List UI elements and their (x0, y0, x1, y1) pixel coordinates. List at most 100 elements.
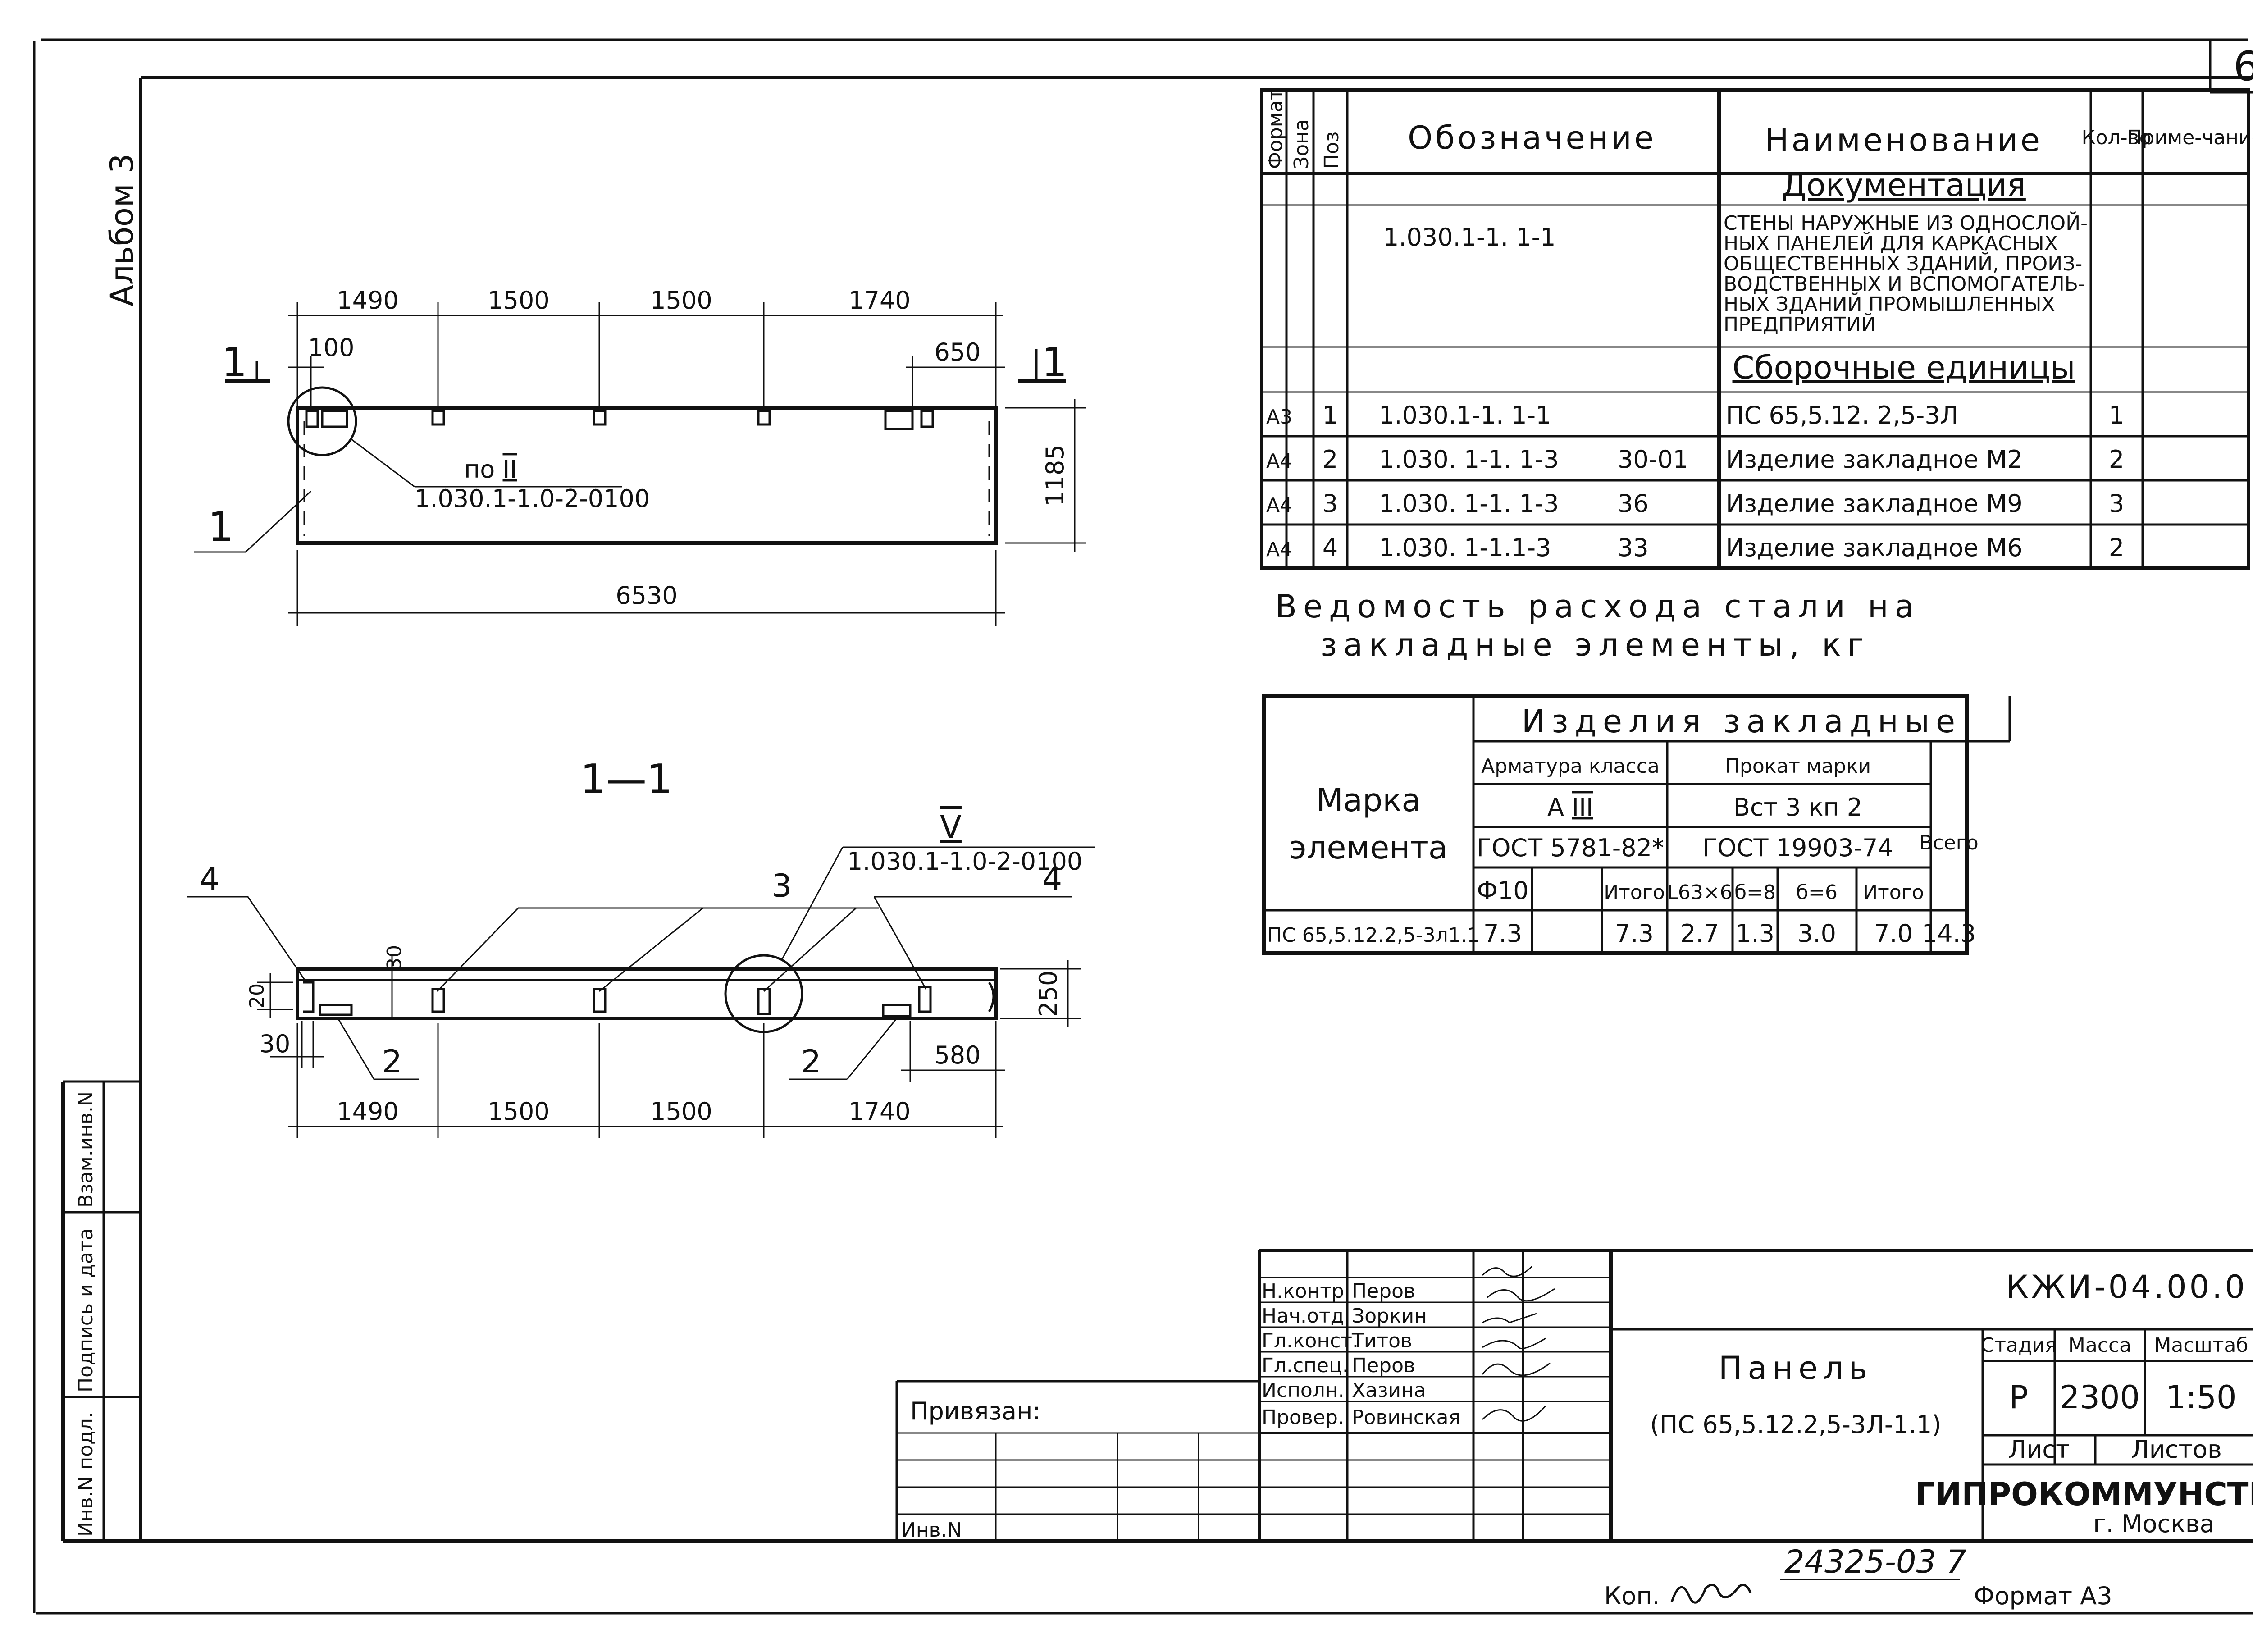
scale-value: 1:50 (2166, 1379, 2236, 1416)
detail-roman-top: II (503, 455, 517, 484)
person-role: Исполн. (1262, 1379, 1345, 1402)
row-name: Изделие закладное М6 (1726, 534, 2023, 562)
row-code: 30-01 (1618, 445, 1688, 474)
specification-table: Формат Зона Поз Обозначение Наименование… (1260, 88, 2253, 570)
sheet-frame: 6 Альбом 3 (33, 38, 2253, 1615)
doc-designation: 1.030.1-1. 1-1 (1383, 223, 1555, 251)
stamp-inv-podl: Инв.N подл. (74, 1412, 97, 1537)
detail-po-label: по (464, 455, 495, 484)
header-note: Приме-чание (2127, 126, 2253, 149)
dim-total-6530: 6530 (616, 581, 677, 610)
row-code: 36 (1618, 489, 1649, 518)
row-pos: 2 (1323, 445, 1338, 474)
rolled-grade: Вст 3 кп 2 (1733, 793, 1862, 821)
pos-label-1: 1 (208, 503, 233, 551)
spec-row: А3 1 1.030.1-1. 1-1 ПС 65,5.12. 2,5-3Л 1 (1266, 401, 2124, 429)
person-row: Гл.конст. Титов (1262, 1329, 1412, 1352)
row-designation: 1.030. 1-1. 1-3 (1379, 489, 1559, 518)
row-name: Изделие закладное М9 (1726, 489, 2023, 518)
cell-phi10: 7.3 (1483, 919, 1522, 948)
spec-row: А4 4 1.030. 1-1.1-3 33 Изделие закладное… (1266, 534, 2124, 562)
side-stamp: Взам.инв.N Подпись и дата Инв.N подл. (61, 1080, 141, 1541)
sub-phi10: Ф10 (1477, 876, 1528, 905)
privyazan-label: Привязан: (910, 1397, 1041, 1425)
doc-name-line-1: СТЕНЫ НАРУЖНЫЕ ИЗ ОДНОСЛОЙ- (1724, 211, 2088, 235)
header-name: Наименование (1765, 122, 2043, 159)
row-designation: 1.030.1-1. 1-1 (1379, 401, 1551, 429)
cell-mark: ПС 65,5.12.2,5-3л1.1 (1267, 924, 1480, 947)
panel-elevation-view: по II 1.030.1-1.0-2-0100 1 1 1 1490 1500… (194, 286, 1086, 626)
person-row: Исполн. Хазина (1262, 1379, 1426, 1402)
format-label: Формат А3 (1974, 1582, 2112, 1610)
section-mark-left: 1 (221, 339, 247, 386)
person-row: Нач.отд. Зоркин (1262, 1305, 1427, 1328)
person-role: Нач.отд. (1262, 1305, 1350, 1328)
dim-30: 30 (260, 1030, 291, 1058)
person-name: Перов (1352, 1280, 1415, 1303)
cell-d8: 1.3 (1736, 919, 1774, 948)
sheet-number: 6 (2233, 43, 2253, 90)
armature-grade-roman: III (1572, 793, 1593, 821)
cell-d6: 3.0 (1797, 919, 1836, 948)
mass-label: Масса (2068, 1334, 2131, 1357)
row-name: Изделие закладное М2 (1726, 445, 2023, 474)
cell-itogo-1: 7.3 (1615, 919, 1654, 948)
person-name: Зоркин (1352, 1305, 1427, 1328)
detail-code-section: 1.030.1-1.0-2-0100 (847, 847, 1082, 876)
total-label: Всего (1919, 831, 1978, 854)
spec-row: А4 3 1.030. 1-1. 1-3 36 Изделие закладно… (1266, 489, 2124, 518)
title-block: Н.контр. Перов Нач.отд. Зоркин Гл.конст.… (895, 1249, 2253, 1542)
rolled-mark-label: Прокат марки (1725, 755, 1871, 778)
row-code: 33 (1618, 534, 1649, 562)
sub-itogo-1: Итого (1604, 881, 1665, 904)
header-zone: Зона (1290, 119, 1313, 169)
person-role: Провер. (1262, 1406, 1344, 1429)
doc-name-line-5: НЫХ ЗДАНИЙ ПРОМЫШЛЕННЫХ (1724, 292, 2055, 316)
row-qty: 3 (2109, 489, 2124, 518)
row-name: ПС 65,5.12. 2,5-3Л (1726, 401, 1958, 429)
row-pos: 1 (1323, 401, 1338, 429)
detail-ref-top: по II (464, 455, 517, 484)
pos-2-left: 2 (382, 1043, 402, 1080)
pos-2-right: 2 (801, 1043, 821, 1080)
row-format: А3 (1266, 406, 1292, 429)
person-row: Гл.спец. Перов (1262, 1354, 1415, 1377)
rolled-gost: ГОСТ 19903-74 (1702, 834, 1893, 862)
steel-mark-line-1: Марка (1316, 782, 1421, 819)
row-designation: 1.030. 1-1.1-3 (1379, 534, 1551, 562)
steel-table: Изделия закладные Марка элемента Арматур… (1262, 694, 2011, 955)
signature-scribble (1482, 1265, 1555, 1422)
sheet-label: Лист (2008, 1435, 2070, 1464)
header-designation: Обозначение (1408, 119, 1656, 156)
dim-580: 580 (934, 1041, 981, 1069)
sub-itogo-2: Итого (1863, 881, 1924, 904)
stage-value: Р (2009, 1379, 2028, 1416)
copier-signature (1670, 1584, 1752, 1604)
sub-d8: б=8 (1734, 881, 1776, 904)
section-mark-right: 1 (1041, 339, 1067, 386)
steel-row: ПС 65,5.12.2,5-3л1.1 7.3 7.3 2.7 1.3 3.0… (1267, 919, 1976, 948)
spec-row: А4 2 1.030. 1-1. 1-3 30-01 Изделие закла… (1266, 445, 2124, 474)
doc-code: КЖИ-04.00.0 (2006, 1269, 2248, 1305)
armature-grade-letter: А (1547, 793, 1564, 821)
section-documentation: Документация (1782, 167, 2026, 204)
doc-name-line-3: ОБЩЕСТВЕННЫХ ЗДАНИЙ, ПРОИЗ- (1724, 251, 2082, 275)
steel-title-line-2: закладные элементы, кг (1320, 626, 1870, 663)
stamp-vzam: Взам.инв.N (74, 1091, 97, 1208)
person-role: Гл.спец. (1262, 1354, 1349, 1377)
archive-number: 24325-03 7 (1784, 1543, 1966, 1580)
copied-label: Коп. (1604, 1582, 1660, 1610)
stamp-sign-date: Подпись и дата (74, 1228, 97, 1392)
dim-bottom-1500a: 1500 (488, 1097, 549, 1126)
dim-bottom-1490: 1490 (337, 1097, 398, 1126)
album-label: Альбом 3 (104, 154, 141, 306)
cell-itogo-2: 7.0 (1874, 919, 1913, 948)
pos-4-right: 4 (1042, 861, 1063, 898)
person-name: Титов (1351, 1329, 1412, 1352)
org-city: г. Москва (2093, 1510, 2215, 1538)
doc-name-line-6: ПРЕДПРИЯТИЙ (1724, 312, 1876, 336)
sheets-label: Листов (2131, 1435, 2222, 1464)
cell-total: 14.3 (1922, 919, 1976, 948)
